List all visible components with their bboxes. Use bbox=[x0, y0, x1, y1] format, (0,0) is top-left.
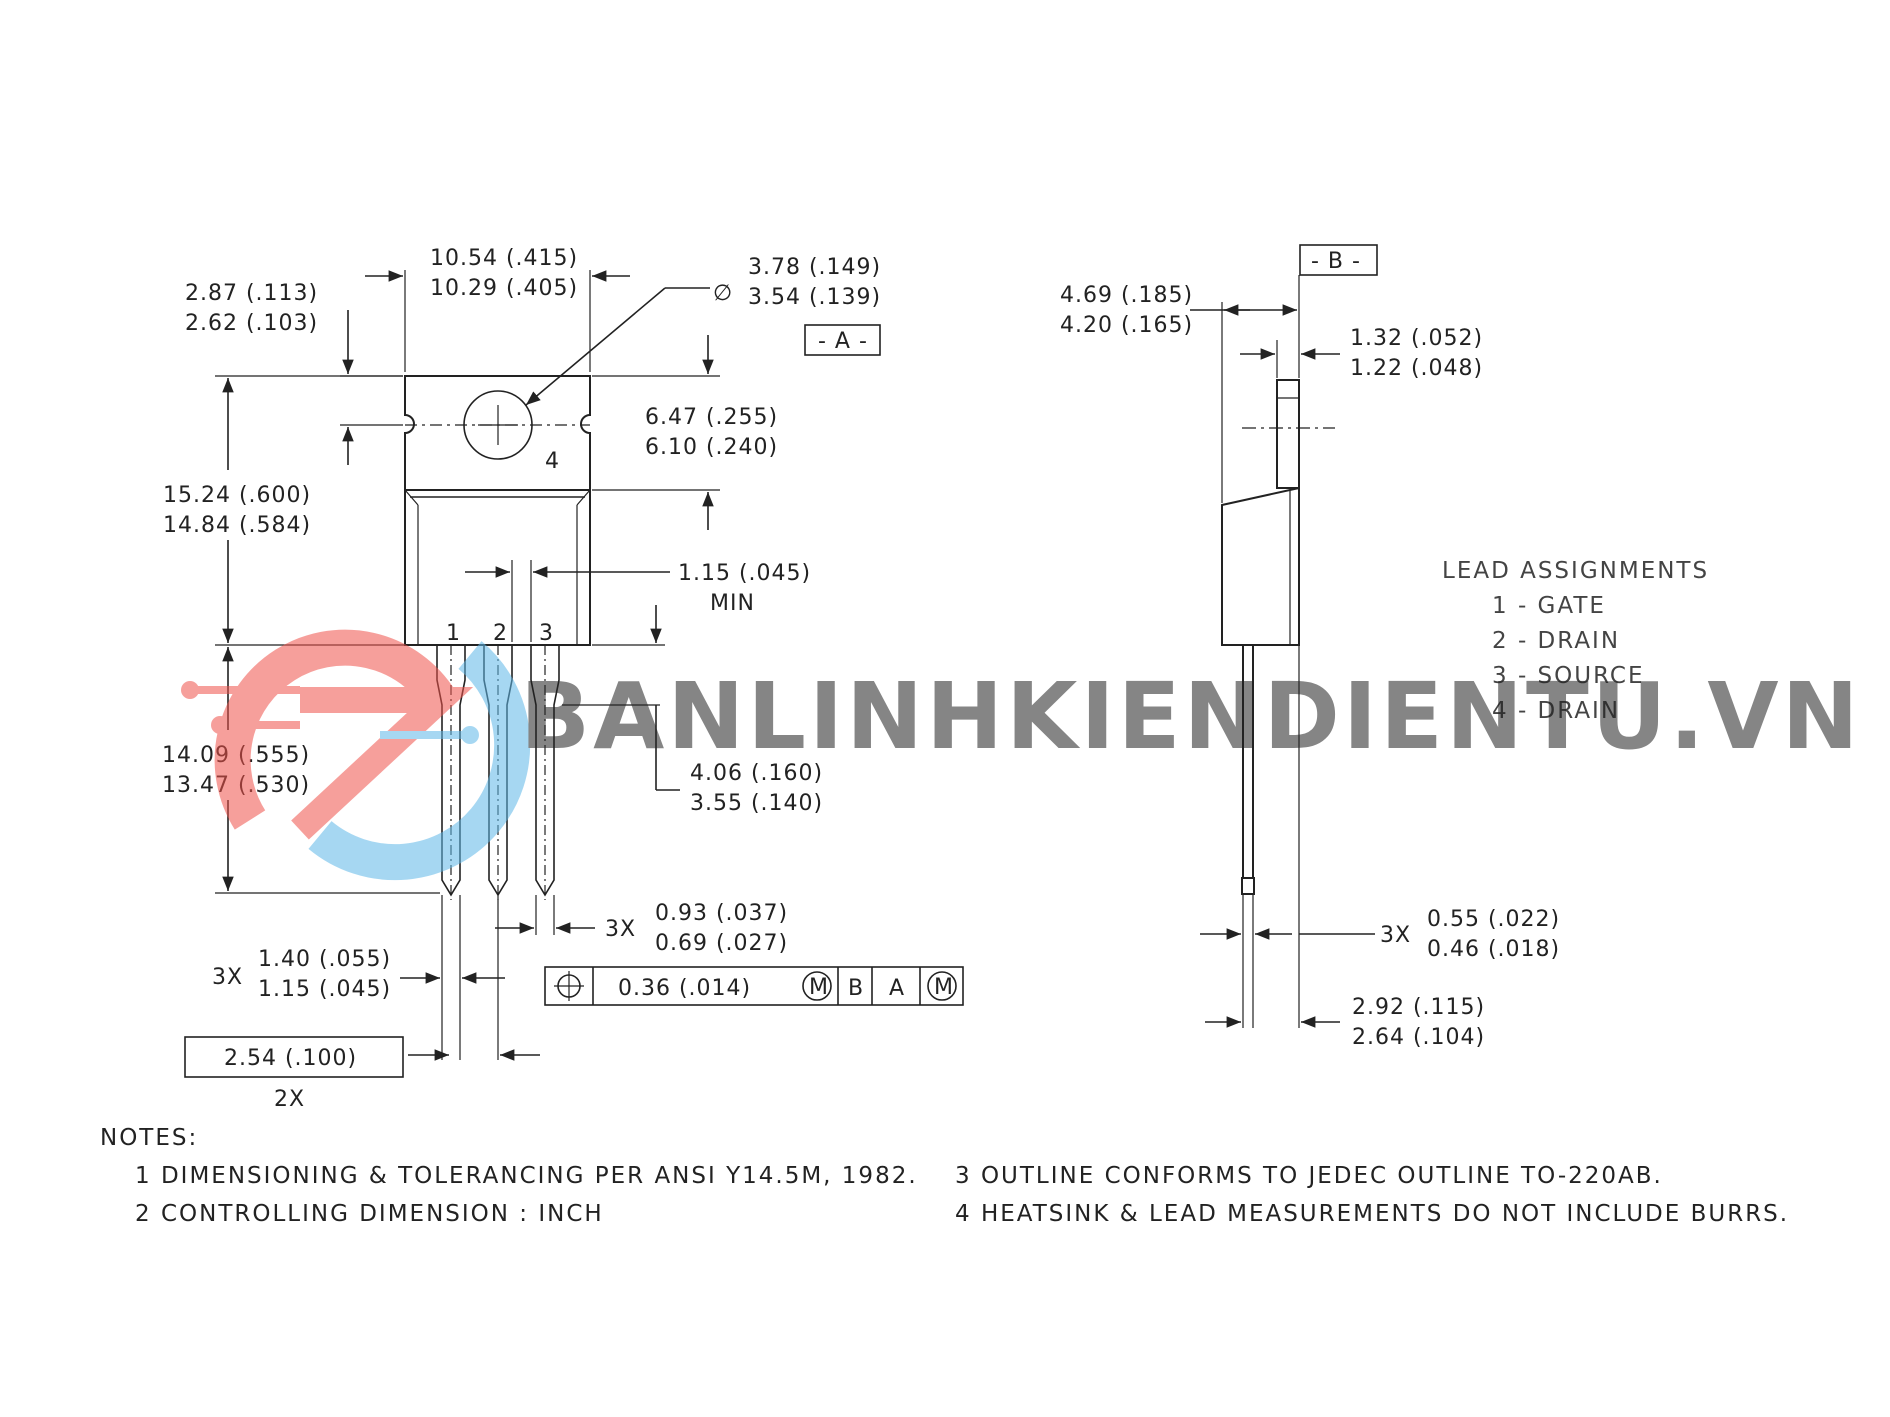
dim-tab-height-max: 6.47 (.255) bbox=[645, 405, 778, 430]
datum-b-box bbox=[1299, 244, 1378, 276]
dim-lead-min-value: 1.15 (.045) bbox=[678, 561, 811, 586]
dim-body-height-min: 14.84 (.584) bbox=[163, 513, 311, 538]
watermark-text: BANLINHKIENDIENTU.VN bbox=[520, 663, 1862, 770]
mmc-label-2: M bbox=[934, 975, 954, 1000]
dim-tab-thick-min: 1.22 (.048) bbox=[1350, 356, 1483, 381]
dim-side-lead-qty: 3X bbox=[1380, 923, 1411, 948]
dim-hole-max: 3.78 (.149) bbox=[748, 255, 881, 280]
dim-side-lead-min: 0.46 (.018) bbox=[1427, 937, 1560, 962]
datum-a-box bbox=[804, 324, 881, 356]
dim-tab-thick-max: 1.32 (.052) bbox=[1350, 326, 1483, 351]
dim-lead-min-label: MIN bbox=[710, 591, 755, 616]
notes: NOTES: 1 DIMENSIONING & TOLERANCING PER … bbox=[100, 1125, 1789, 1227]
mmc-label-1: M bbox=[809, 975, 829, 1000]
datum-b-label: - B - bbox=[1311, 249, 1361, 274]
dim-lead-shoulder-min: 3.55 (.140) bbox=[690, 791, 823, 816]
mmc-icon bbox=[802, 971, 832, 1001]
dim-lead-width-min: 1.15 (.045) bbox=[258, 977, 391, 1002]
dim-tab-height-min: 6.10 (.240) bbox=[645, 435, 778, 460]
datum-a-label: - A - bbox=[818, 329, 868, 354]
watermark: BANLINHKIENDIENTU.VN bbox=[181, 629, 1862, 881]
side-body bbox=[1221, 486, 1300, 646]
side-tab bbox=[1276, 379, 1300, 489]
tab-pin-label: 4 bbox=[545, 449, 560, 474]
lead-3 bbox=[530, 645, 560, 900]
watermark-logo-icon bbox=[181, 629, 531, 881]
mmc-icon bbox=[927, 971, 957, 1001]
datum-b-ref: B bbox=[848, 976, 864, 1001]
note-2: 2 CONTROLLING DIMENSION : INCH bbox=[135, 1201, 604, 1227]
lead-assignment-1: 1 - GATE bbox=[1492, 593, 1606, 619]
diameter-symbol: ∅ bbox=[713, 281, 733, 306]
notes-title: NOTES: bbox=[100, 1125, 198, 1151]
dim-body-height-max: 15.24 (.600) bbox=[163, 483, 311, 508]
lead-assignment-3: 3 - SOURCE bbox=[1492, 663, 1645, 689]
dim-lead-width-max: 1.40 (.055) bbox=[258, 947, 391, 972]
note-3: 3 OUTLINE CONFORMS TO JEDEC OUTLINE TO-2… bbox=[955, 1163, 1663, 1189]
dim-width-min: 10.29 (.405) bbox=[430, 276, 578, 301]
datum-a-ref: A bbox=[889, 976, 905, 1001]
pitch-qty: 2X bbox=[274, 1087, 305, 1112]
pin-label-2: 2 bbox=[493, 621, 508, 646]
note-4: 4 HEATSINK & LEAD MEASUREMENTS DO NOT IN… bbox=[955, 1201, 1789, 1227]
pitch-box bbox=[184, 1036, 404, 1078]
dim-lead-thick-qty: 3X bbox=[605, 917, 636, 942]
dim-lead-thick-min: 0.69 (.027) bbox=[655, 931, 788, 956]
dim-lead-width-qty: 3X bbox=[212, 965, 243, 990]
dim-lead-thick-max: 0.93 (.037) bbox=[655, 901, 788, 926]
tolerance-frame: 0.36 (.014) M B A M bbox=[544, 966, 964, 1006]
dim-side-offset-max: 2.92 (.115) bbox=[1352, 995, 1485, 1020]
side-view: - B - 4.69 (.185) 4.20 (.165) 1.32 (.052… bbox=[1060, 244, 1560, 1050]
dim-pitch: 2.54 (.100) bbox=[224, 1046, 357, 1071]
position-icon bbox=[554, 971, 584, 1001]
dim-tab-top-min: 2.62 (.103) bbox=[185, 311, 318, 336]
dim-depth-max: 4.69 (.185) bbox=[1060, 283, 1193, 308]
lead-assignment-2: 2 - DRAIN bbox=[1492, 628, 1620, 654]
dim-side-lead-max: 0.55 (.022) bbox=[1427, 907, 1560, 932]
pin-label-1: 1 bbox=[446, 621, 461, 646]
pin-label-3: 3 bbox=[539, 621, 554, 646]
tolerance-value: 0.36 (.014) bbox=[618, 976, 751, 1001]
dim-side-offset-min: 2.64 (.104) bbox=[1352, 1025, 1485, 1050]
dim-depth-min: 4.20 (.165) bbox=[1060, 313, 1193, 338]
dim-tab-top-max: 2.87 (.113) bbox=[185, 281, 318, 306]
dim-lead-shoulder-max: 4.06 (.160) bbox=[690, 761, 823, 786]
lead-assignments: LEAD ASSIGNMENTS 1 - GATE 2 - DRAIN 3 - … bbox=[1442, 558, 1709, 724]
front-view: 4 1 2 3 10.54 (.415) 10.29 (.405) ∅ 3.78… bbox=[162, 246, 964, 1112]
lead-assignment-4: 4 - DRAIN bbox=[1492, 698, 1620, 724]
dim-width-max: 10.54 (.415) bbox=[430, 246, 578, 271]
lead-assignments-title: LEAD ASSIGNMENTS bbox=[1442, 558, 1709, 584]
note-1: 1 DIMENSIONING & TOLERANCING PER ANSI Y1… bbox=[135, 1163, 918, 1189]
dim-hole-min: 3.54 (.139) bbox=[748, 285, 881, 310]
